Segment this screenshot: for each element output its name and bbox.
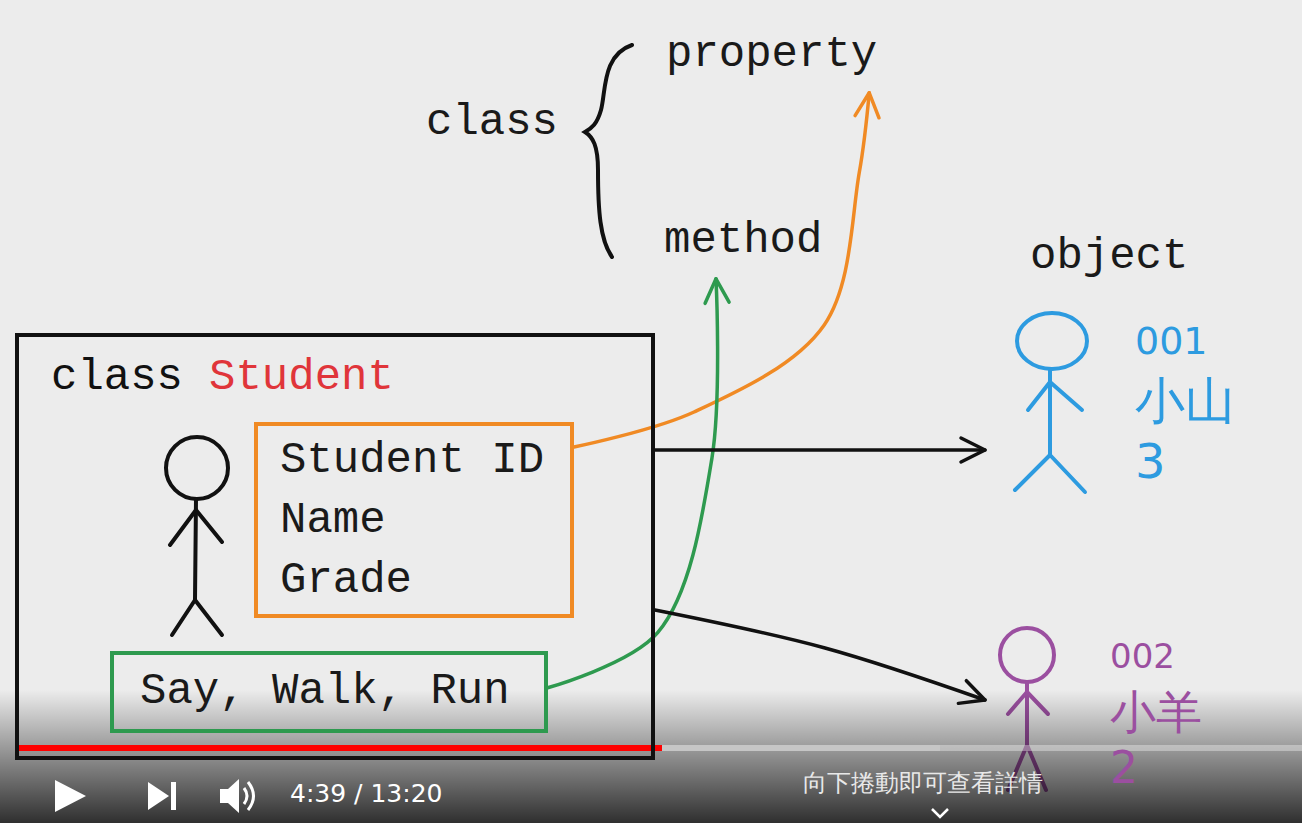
term-label: object bbox=[1030, 230, 1188, 283]
object-value: 002 bbox=[1110, 628, 1202, 684]
class-box: class StudentStudent IDNameGradeSay, Walk… bbox=[15, 333, 655, 760]
property-text: Student ID bbox=[280, 430, 544, 490]
progress-buffer bbox=[18, 745, 940, 751]
progress-track bbox=[18, 745, 1302, 751]
method-text: Say, Walk, Run bbox=[140, 661, 510, 723]
property-box: Student IDNameGrade bbox=[254, 422, 574, 618]
object-value: 3 bbox=[1135, 431, 1235, 491]
method-box: Say, Walk, Run bbox=[110, 651, 548, 733]
object-instance: 001小山3 bbox=[985, 305, 1243, 497]
stick-figure bbox=[1015, 313, 1087, 492]
term-node: method bbox=[658, 212, 828, 279]
instantiation-arrow bbox=[655, 448, 985, 452]
property-arrow bbox=[574, 93, 869, 447]
class-heading: class bbox=[51, 351, 183, 404]
progress-played bbox=[18, 745, 662, 751]
volume-icon bbox=[220, 779, 254, 813]
chevron-icon bbox=[932, 809, 948, 817]
stick-figure bbox=[166, 437, 228, 635]
term-text: method bbox=[664, 214, 822, 267]
instantiation-arrow bbox=[655, 610, 985, 700]
property-text: Name bbox=[280, 490, 544, 550]
object-value: 001 bbox=[1135, 311, 1235, 371]
term-node: property bbox=[660, 26, 883, 93]
object-value: 小山 bbox=[1135, 371, 1235, 431]
term-label: class bbox=[426, 96, 558, 149]
scroll-hint: 向下捲動即可查看詳情 bbox=[803, 769, 1043, 798]
play-icon bbox=[55, 780, 86, 812]
object-value: 2 bbox=[1110, 740, 1202, 796]
term-text: property bbox=[666, 28, 877, 81]
brace bbox=[585, 45, 632, 257]
object-value: 小羊 bbox=[1110, 684, 1202, 740]
property-text: Grade bbox=[280, 550, 544, 610]
heading-row: class Student bbox=[51, 351, 394, 404]
next-icon bbox=[148, 782, 176, 810]
class-heading: Student bbox=[209, 351, 394, 404]
time-display: 4:39 / 13:20 bbox=[290, 779, 443, 809]
